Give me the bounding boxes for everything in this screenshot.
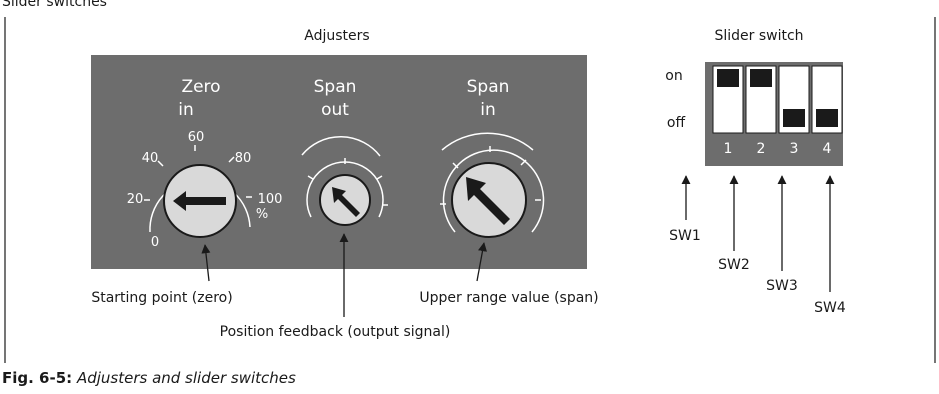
switch-4-knob [816, 109, 838, 127]
zero-callout-label: Starting point (zero) [91, 290, 232, 306]
span-in-outer-arc [441, 132, 534, 151]
span-in-callout-arrow [476, 242, 487, 282]
switch-1-number: 1 [724, 141, 733, 157]
span-out-label-line2: out [321, 100, 349, 120]
zero-callout-arrow [201, 244, 211, 282]
header-cut-text: Slider switches [2, 0, 107, 10]
sw2-callout-label: SW2 [718, 257, 750, 273]
figure-number: Fig. 6-5: [2, 369, 73, 387]
figure-caption-text: Adjusters and slider switches [76, 369, 296, 387]
span-out-outer-arc [301, 136, 381, 157]
zero-scale-80: 80 [235, 151, 252, 166]
zero-scale-100: 100 [258, 192, 283, 207]
span-in-label-line1: Span [467, 77, 510, 97]
zero-scale-0: 0 [151, 235, 159, 250]
zero-scale-unit: % [256, 207, 268, 222]
zero-scale-60: 60 [188, 130, 205, 145]
slider-switch-title: Slider switch [714, 28, 803, 44]
switch-2-knob [750, 69, 772, 87]
figure-frame [4, 17, 936, 363]
span-out-callout-label: Position feedback (output signal) [220, 324, 451, 340]
switch-3-number: 3 [790, 141, 799, 157]
span-in-label-line2: in [480, 100, 496, 120]
zero-label-line1: Zero [181, 77, 220, 97]
slider-on-label: on [665, 68, 682, 84]
span-in-scale-arc [442, 149, 545, 233]
zero-scale-40: 40 [142, 151, 159, 166]
switch-3-knob [783, 109, 805, 127]
sw3-callout-label: SW3 [766, 278, 798, 294]
sw4-callout-label: SW4 [814, 300, 846, 316]
zero-knob-arrow-icon [173, 191, 226, 211]
span-out-knob-arrow-icon [332, 187, 360, 217]
zero-label-line2: in [178, 100, 194, 120]
slider-off-label: off [667, 115, 686, 131]
switch-2-number: 2 [757, 141, 766, 157]
figure-caption: Fig. 6-5: Adjusters and slider switches [2, 369, 296, 387]
zero-scale-20: 20 [127, 192, 144, 207]
switch-4-number: 4 [823, 141, 832, 157]
adjusters-title: Adjusters [304, 28, 369, 44]
span-out-label-line1: Span [314, 77, 357, 97]
zero-scale-ticks [144, 145, 252, 201]
span-out-scale-ticks [307, 158, 388, 206]
sw1-callout-label: SW1 [669, 228, 701, 244]
span-in-knob-arrow-icon [466, 177, 510, 225]
span-in-scale-ticks [440, 146, 541, 205]
switch-1-knob [717, 69, 739, 87]
span-in-callout-label: Upper range value (span) [419, 290, 598, 306]
